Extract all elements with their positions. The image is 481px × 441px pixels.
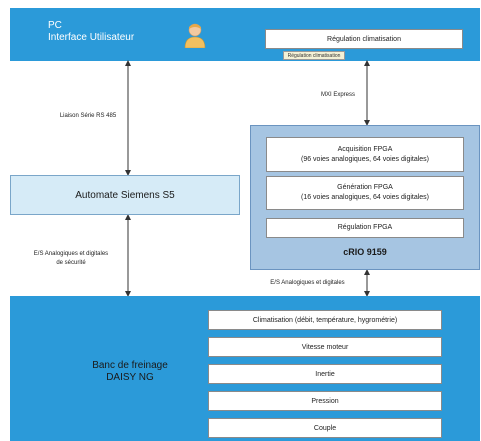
banc-item-pression: Pression xyxy=(208,391,442,411)
banc-title-line1: Banc de freinage xyxy=(92,360,168,371)
generation-title: Génération FPGA xyxy=(337,184,393,191)
es-securite-line1: E/S Analogiques et digitales xyxy=(33,251,109,257)
es-securite-line2: de sécurité xyxy=(56,260,86,266)
link-rs485-label: Liaison Série RS 485 xyxy=(59,113,117,119)
banc-title: Banc de freinage DAISY NG xyxy=(60,360,200,384)
pc-title: PC Interface Utilisateur xyxy=(48,20,134,44)
regulation-fpga-box: Régulation FPGA xyxy=(266,218,464,238)
link-es-securite-label: E/S Analogiques et digitales de sécurité xyxy=(16,250,126,268)
acquisition-detail: (96 voies analogiques, 64 voies digitale… xyxy=(300,155,430,163)
acquisition-fpga-box: Acquisition FPGA (96 voies analogiques, … xyxy=(266,137,464,172)
banc-item-climatisation: Climatisation (débit, température, hygro… xyxy=(208,310,442,330)
automate-siemens-box: Automate Siemens S5 xyxy=(10,175,240,215)
regulation-tooltip: Régulation climatisation xyxy=(283,51,345,60)
regulation-climatisation-box: Régulation climatisation xyxy=(265,29,463,49)
link-es-analog-label: E/S Analogiques et digitales xyxy=(270,280,345,286)
pc-subtitle: Interface Utilisateur xyxy=(48,32,135,43)
pc-label: PC xyxy=(48,20,62,31)
user-icon xyxy=(184,23,206,48)
banc-item-inertie: Inertie xyxy=(208,364,442,384)
crio-title: cRIO 9159 xyxy=(343,247,387,257)
banc-item-couple: Couple xyxy=(208,418,442,438)
acquisition-title: Acquisition FPGA xyxy=(337,145,393,153)
link-mxi-label: MXI Express xyxy=(320,92,355,98)
banc-title-line2: DAISY NG xyxy=(106,372,154,383)
generation-fpga-box: Génération FPGA (16 voies analogiques, 6… xyxy=(266,176,464,210)
generation-detail: (16 voies analogiques, 64 voies digitale… xyxy=(300,194,430,201)
banc-item-vitesse: Vitesse moteur xyxy=(208,337,442,357)
